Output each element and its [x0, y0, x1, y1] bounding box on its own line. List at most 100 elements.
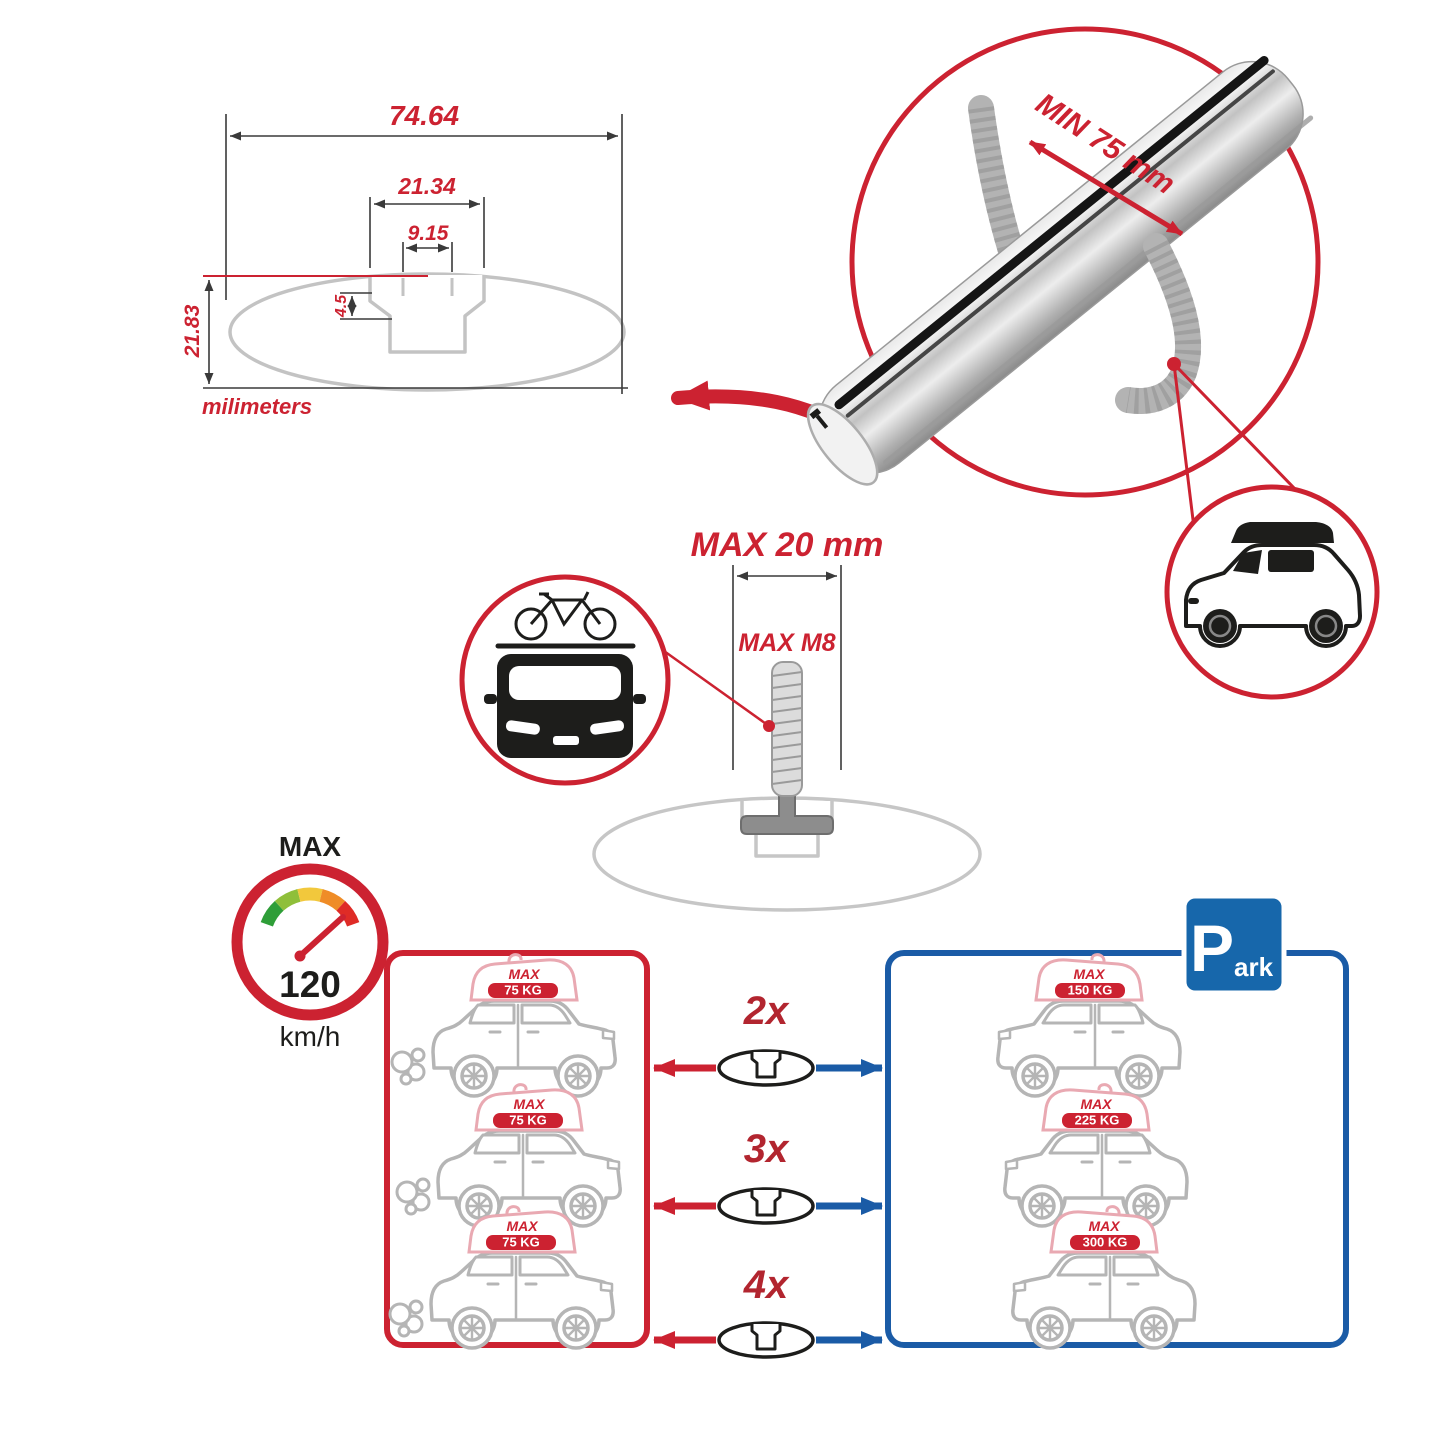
dim-depth-extension-lines [340, 292, 392, 320]
bag-handle [1090, 953, 1106, 963]
driving-cars: MAX 75 KG MAX 75 KG MAX 75 KG [388, 953, 623, 1350]
bag-load-label: 225 KG [1075, 1113, 1120, 1128]
bag-handle [1105, 1205, 1121, 1215]
crossbar-icon [717, 1049, 815, 1087]
crossbar-count-column: 2x 3x 4x [653, 989, 883, 1359]
suv-front-rim [1208, 614, 1232, 638]
bolt-max-width-label: MAX 20 mm [691, 526, 884, 564]
speed-unit: km/h [280, 1021, 341, 1052]
suv-rear-rim [1314, 614, 1338, 638]
bag-handle [507, 953, 523, 963]
bag-max-label: MAX [513, 1096, 546, 1112]
speed-max-label: MAX [279, 831, 342, 862]
suv-side-windows [1268, 550, 1314, 572]
bike-car-bubble [459, 574, 775, 786]
multiplier-label: 4x [743, 1263, 790, 1307]
bar-end-slot-stem [815, 414, 829, 429]
roof-load-bag: MAX 300 KG [1049, 1205, 1159, 1254]
park-sign-p: P [1190, 911, 1234, 985]
parked-cars: MAX 150 KG MAX 225 KG MAX 300 KG [995, 953, 1197, 1350]
bar-end-slot-top [809, 408, 822, 420]
multiplier-label: 3x [744, 1127, 790, 1171]
bag-max-label: MAX [1073, 966, 1106, 982]
profile-slot-inner-lines [401, 278, 454, 296]
car-plate [553, 736, 579, 745]
speed-value: 120 [279, 964, 341, 1005]
crossbar-icon [717, 1187, 815, 1225]
bag-max-label: MAX [1088, 1218, 1121, 1234]
bolt-thread-lines [771, 671, 803, 785]
t-slot-nut [740, 793, 834, 835]
bar-detail-view: MIN 75 mm [806, 26, 1380, 700]
speedometer-gauge-arc [260, 887, 360, 927]
park-sign: P ark [1181, 893, 1287, 996]
bag-max-label: MAX [1080, 1096, 1113, 1112]
clamp-strap-upper-ribs [968, 106, 1025, 258]
profile-dimension-diagram: 74.64 21.34 9.15 4.5 21.83 milimeters [181, 100, 628, 419]
bolt-detail-diagram: MAX 20 mm MAX M8 [459, 526, 982, 912]
car-left-headlight [505, 720, 540, 735]
dim-total-height-label: 21.83 [181, 304, 204, 358]
suv-windshield [1233, 550, 1262, 574]
roof-box [1231, 522, 1334, 543]
speedometer-needle [297, 914, 346, 959]
bag-load-label: 300 KG [1083, 1235, 1128, 1250]
bar-lower-shade [883, 115, 1314, 465]
profile-ellipse [228, 272, 626, 392]
dim-recess-depth-label: 4.5 [333, 294, 350, 318]
bag-load-label: 75 KG [504, 983, 542, 998]
bag-load-band [1055, 983, 1125, 998]
bag-load-label: 75 KG [502, 1235, 540, 1250]
roof-load-bag: MAX 225 KG [1041, 1083, 1151, 1132]
bag-handle [512, 1083, 528, 1093]
bag-load-band [1070, 1235, 1140, 1250]
bag-load-label: 150 KG [1068, 983, 1113, 998]
suv-roofbox-bubble [1164, 484, 1380, 700]
suv-rear-wheel [1309, 609, 1343, 643]
roof-load-bag: MAX 75 KG [474, 1083, 584, 1132]
suv-front-wheel [1203, 609, 1237, 643]
park-sign-rest: ark [1234, 952, 1274, 982]
profile-t-slot [368, 275, 486, 354]
roof-load-bag: MAX 75 KG [469, 953, 579, 1002]
units-label: milimeters [202, 394, 312, 419]
bike-silhouette [514, 591, 617, 641]
bag-load-band [486, 1235, 556, 1250]
clamp-strap-lower [1115, 233, 1202, 414]
speed-limit-badge: MAX 120 km/h [231, 831, 389, 1052]
bolt-thread-shaft [771, 661, 803, 797]
bag-load-band [493, 1113, 563, 1128]
bag-load-band [1062, 1113, 1132, 1128]
speedometer-pivot [294, 950, 306, 962]
clamp-min-arrow [1028, 139, 1184, 237]
load-comparison-section: MAX 120 km/h P ark [231, 831, 1349, 1359]
bag-max-label: MAX [506, 1218, 539, 1234]
suv-headlight [1188, 598, 1199, 604]
crossbar-icon [717, 1321, 815, 1359]
bag-max-label: MAX [508, 966, 541, 982]
dim-total-width-label: 74.64 [389, 100, 459, 131]
dim-width-extension-lines [225, 114, 623, 394]
dim-slot-extension-lines [402, 242, 453, 272]
car-right-headlight [590, 720, 625, 735]
dim-slot-width-label: 9.15 [408, 222, 449, 245]
roof-load-bag: MAX 75 KG [467, 1205, 577, 1254]
bag-load-label: 75 KG [509, 1113, 547, 1128]
dim-opening-width-label: 21.34 [397, 173, 456, 199]
bolt-max-thread-label: MAX M8 [738, 629, 835, 657]
bolt-reference-dot [763, 720, 775, 732]
bike-bubble-connector [663, 649, 770, 728]
bag-load-band [488, 983, 558, 998]
bar-groove-thin [845, 69, 1275, 418]
bag-handle [505, 1205, 521, 1215]
car-left-mirror [484, 694, 497, 704]
park-sign-plate [1181, 893, 1287, 996]
dim-opening-extension-lines [369, 197, 485, 268]
car-right-mirror [633, 694, 646, 704]
bag-handle [1097, 1083, 1113, 1093]
car-windshield [509, 666, 621, 700]
multiplier-label: 2x [743, 989, 790, 1033]
roof-load-bag: MAX 150 KG [1034, 953, 1144, 1002]
